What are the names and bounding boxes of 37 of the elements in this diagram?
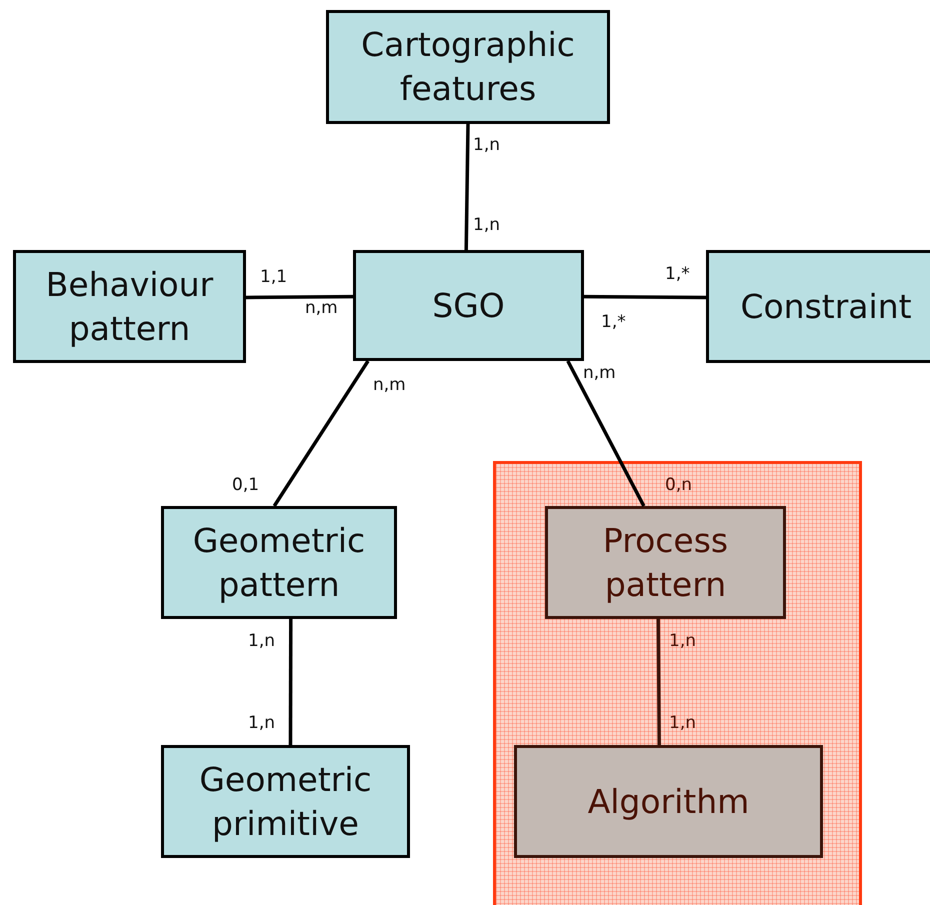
cardinality-label: 1,1 bbox=[260, 267, 288, 287]
connector-line bbox=[584, 294, 706, 300]
cardinality-label: 1,n bbox=[669, 713, 696, 733]
entity-box bbox=[13, 250, 246, 363]
entity-box bbox=[545, 506, 786, 619]
cardinality-label: n,m bbox=[305, 298, 338, 318]
entity-name: Algorithm bbox=[588, 780, 750, 822]
cardinality-label: n,m bbox=[583, 363, 616, 383]
entity-name: Constraint bbox=[740, 286, 912, 328]
cardinality-label: 1,n bbox=[473, 215, 500, 235]
entity-box bbox=[353, 250, 584, 361]
entity-box bbox=[514, 745, 823, 858]
cardinality-label: n,m bbox=[373, 375, 406, 395]
cardinality-label: 0,n bbox=[665, 475, 692, 495]
entity-name: Geometric primitive bbox=[198, 758, 373, 844]
entity-name: Geometric pattern bbox=[192, 520, 366, 606]
cardinality-label: 1,n bbox=[669, 631, 696, 651]
entity-name: Process pattern bbox=[602, 520, 730, 606]
cardinality-label: 1,n bbox=[248, 631, 275, 651]
region-box bbox=[493, 461, 862, 905]
entity-name: Cartographic features bbox=[360, 24, 576, 110]
entity-box bbox=[326, 10, 610, 124]
entity-box bbox=[161, 506, 397, 619]
cardinality-label: 0,1 bbox=[232, 475, 260, 495]
connector-line bbox=[246, 294, 354, 300]
connector-line bbox=[656, 618, 661, 746]
connector-line bbox=[288, 619, 293, 745]
cardinality-label: 1,* bbox=[601, 312, 626, 332]
cardinality-label: 1,n bbox=[473, 135, 500, 155]
connector-line bbox=[272, 360, 370, 507]
entity-box bbox=[706, 250, 930, 363]
entity-name: SGO bbox=[432, 284, 505, 326]
entity-box bbox=[161, 745, 410, 858]
connector-line bbox=[464, 124, 470, 250]
cardinality-label: 1,* bbox=[665, 264, 690, 284]
cardinality-label: 1,n bbox=[248, 713, 275, 733]
entity-name: Behaviour pattern bbox=[44, 264, 214, 350]
